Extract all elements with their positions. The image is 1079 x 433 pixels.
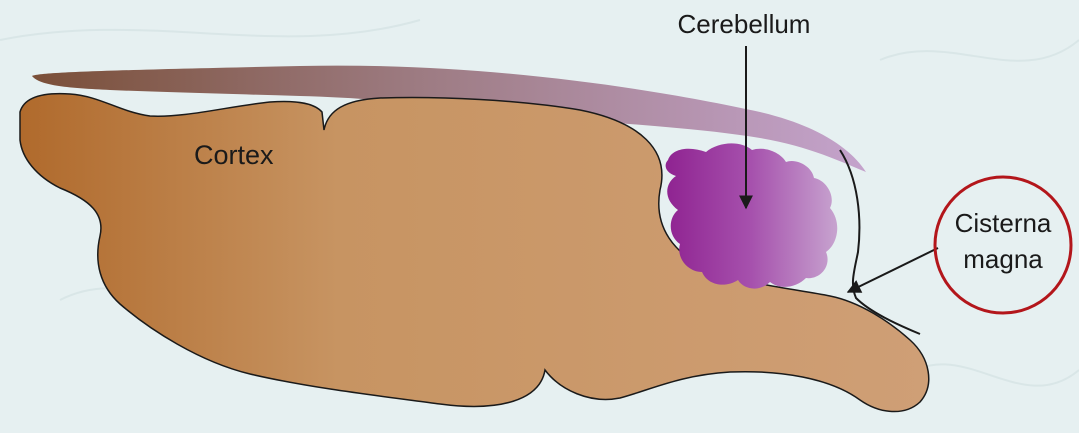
cerebellum-shape	[666, 143, 838, 288]
label-cerebellum: Cerebellum	[678, 9, 811, 39]
label-cisterna-line1: Cisterna	[955, 208, 1052, 238]
cisterna-arrow	[848, 248, 938, 292]
label-cortex: Cortex	[194, 140, 274, 170]
label-cisterna-line2: magna	[963, 244, 1043, 274]
